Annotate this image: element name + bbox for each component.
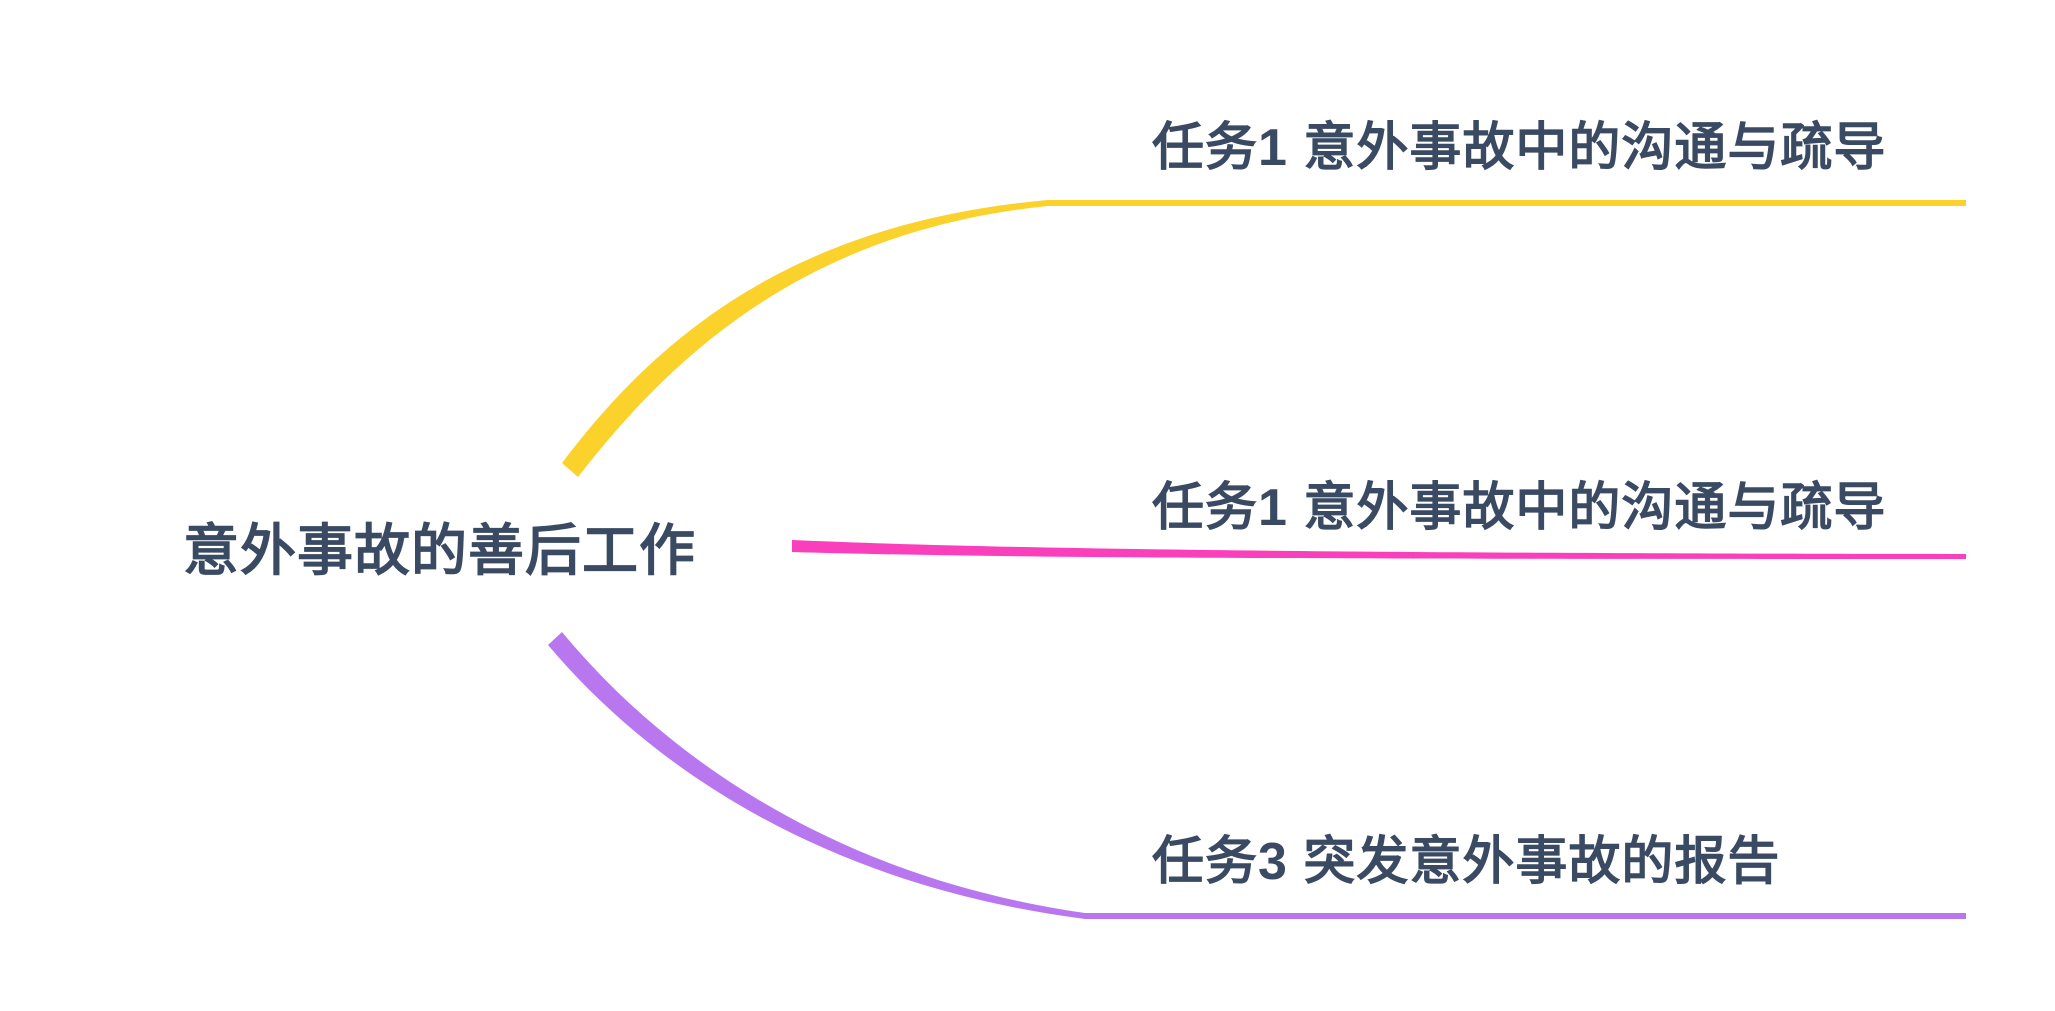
root-node[interactable]: 意外事故的善后工作 — [183, 519, 696, 582]
branch-curve-middle — [792, 540, 1966, 559]
branch-curve-top — [562, 200, 1966, 477]
branch-node-bottom[interactable]: 任务3 突发意外事故的报告 — [1152, 833, 1781, 891]
branch-node-top[interactable]: 任务1 意外事故中的沟通与疏导 — [1152, 119, 1887, 177]
branch-node-middle[interactable]: 任务1 意外事故中的沟通与疏导 — [1152, 479, 1887, 537]
